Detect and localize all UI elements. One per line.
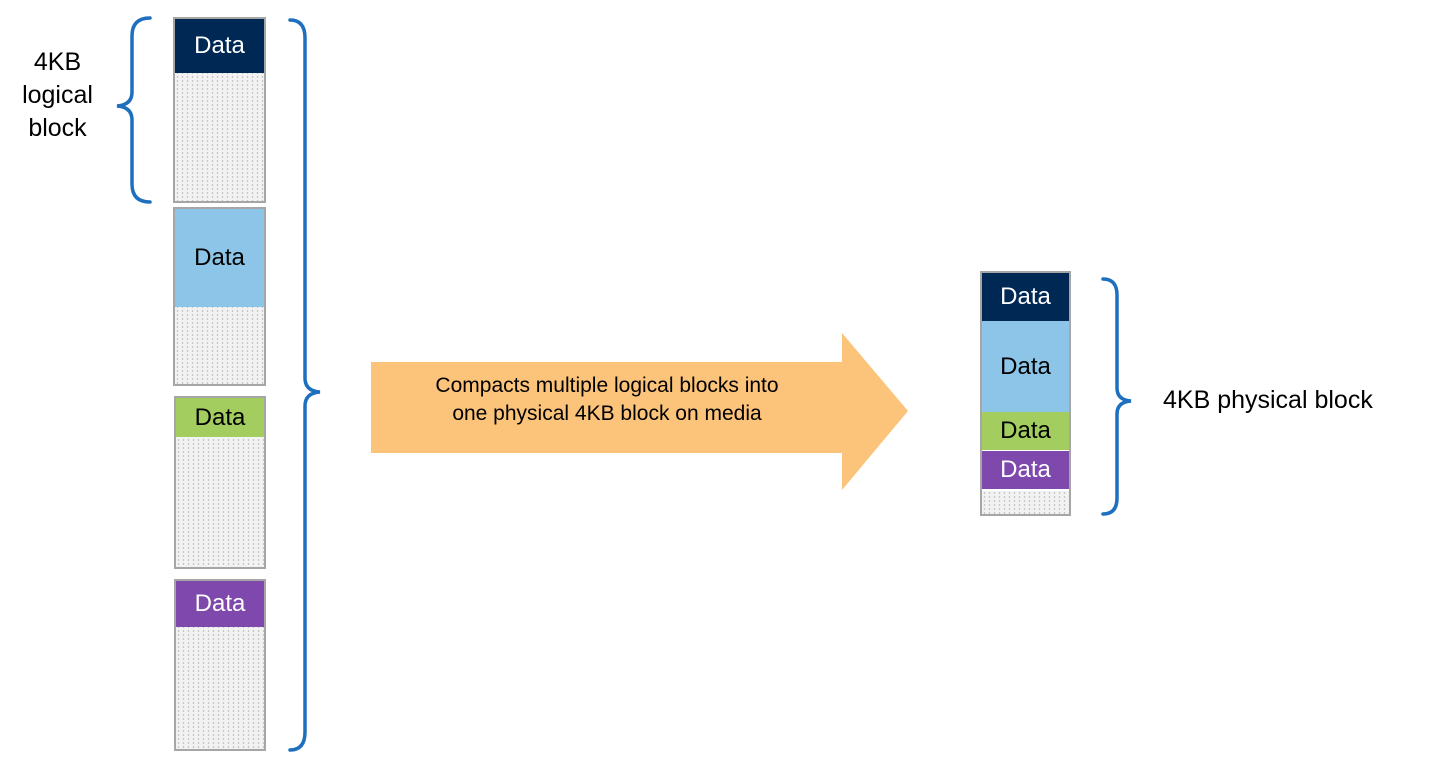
logical-block-1: Data bbox=[173, 17, 266, 203]
physical-block: Data Data Data Data bbox=[980, 271, 1071, 516]
physical-segment-empty bbox=[982, 491, 1069, 514]
compaction-arrow-text: Compacts multiple logical blocks into on… bbox=[372, 372, 842, 428]
physical-segment-navy: Data bbox=[982, 273, 1069, 321]
physical-segment-light-blue: Data bbox=[982, 321, 1069, 412]
data-segment-green: Data bbox=[176, 398, 264, 437]
logical-block-label-line: logical bbox=[22, 81, 93, 109]
logical-blocks-group-brace bbox=[288, 18, 321, 752]
physical-block-brace bbox=[1101, 277, 1132, 516]
logical-block-2: Data bbox=[173, 207, 266, 386]
data-segment-light-blue: Data bbox=[175, 209, 264, 307]
arrow-text-line: one physical 4KB block on media bbox=[452, 402, 762, 425]
physical-segment-green: Data bbox=[982, 412, 1069, 450]
physical-block-label: 4KB physical block bbox=[1163, 386, 1373, 414]
arrow-text-line: Compacts multiple logical blocks into bbox=[435, 374, 779, 397]
data-segment-purple: Data bbox=[176, 581, 264, 627]
logical-block-label-line: block bbox=[28, 114, 87, 142]
data-segment-navy: Data bbox=[175, 19, 264, 73]
logical-block-label-line: 4KB bbox=[33, 48, 82, 76]
logical-block-brace bbox=[116, 16, 152, 204]
logical-block-label: 4KB logical block bbox=[10, 46, 105, 145]
compaction-arrow bbox=[371, 333, 908, 490]
physical-segment-purple: Data bbox=[982, 451, 1069, 489]
logical-block-3: Data bbox=[174, 396, 266, 569]
logical-block-4: Data bbox=[174, 579, 266, 751]
